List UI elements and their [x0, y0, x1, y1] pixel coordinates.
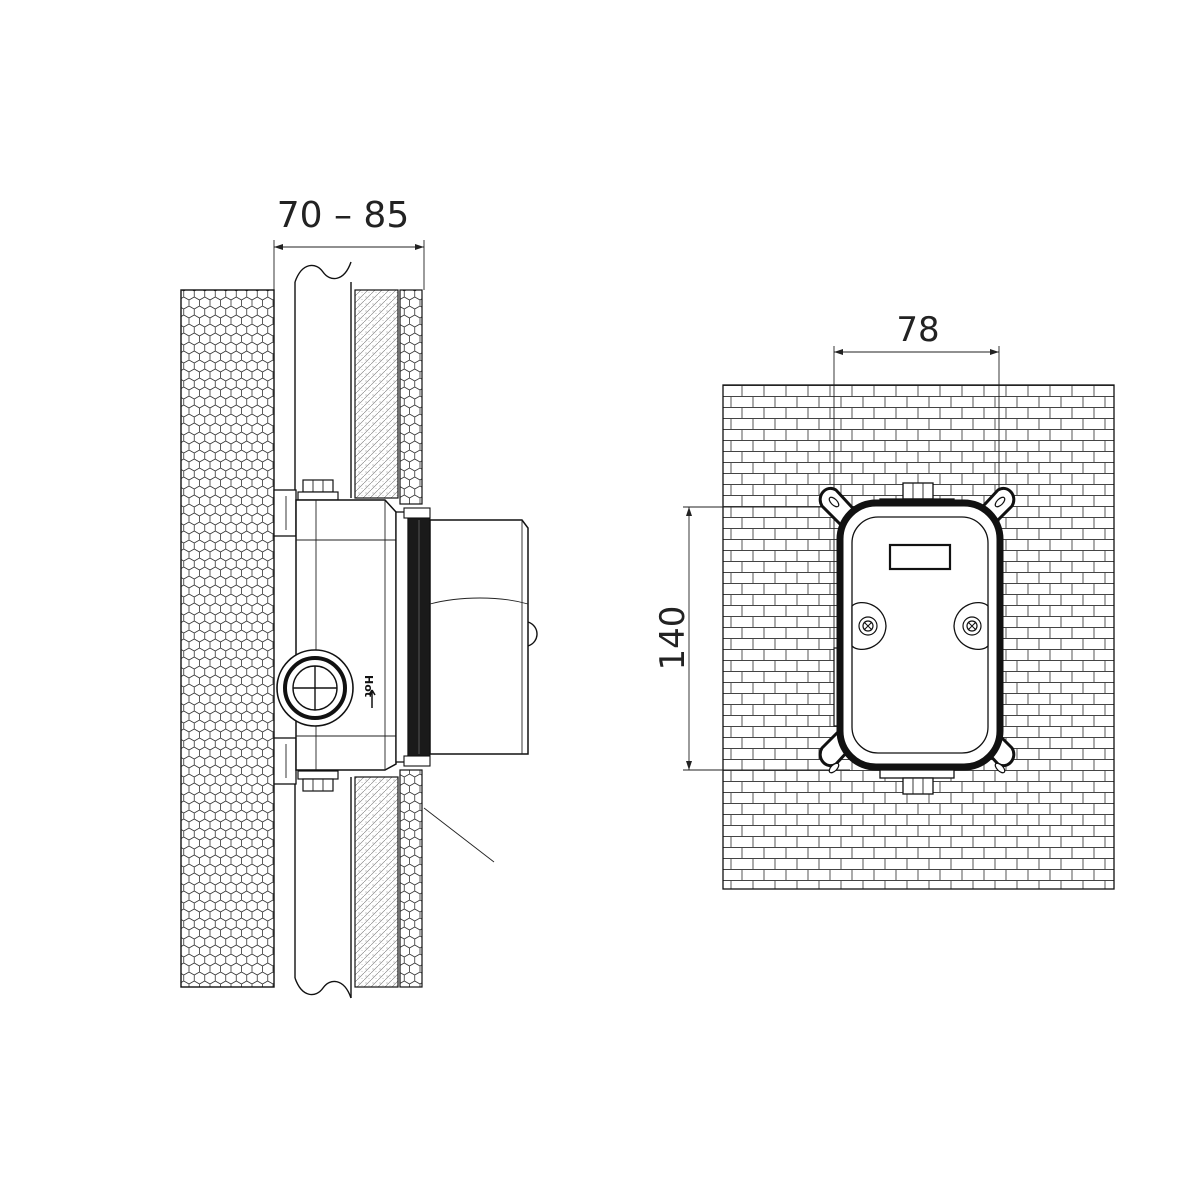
screw-lug-right: [953, 602, 989, 650]
bracket-bottom: [273, 737, 297, 785]
bracket-top: [273, 489, 297, 537]
screw-lug-left: [851, 602, 887, 650]
mounting-nut-bottom: [297, 770, 339, 792]
side-view: 70 – 85: [180, 195, 538, 999]
leader-line: [423, 807, 495, 863]
hot-indicator: Hot: [362, 675, 376, 708]
depth-dimension: 70 – 85: [273, 195, 425, 290]
valve-body: [295, 499, 397, 771]
label-window: [888, 543, 952, 571]
supply-pipe-lower: [294, 777, 352, 999]
height-dimension-label: 140: [653, 606, 693, 671]
mounting-nut-top: [297, 479, 339, 501]
plaster-layer-upper: [354, 289, 399, 499]
front-view: 78 140: [653, 310, 1115, 890]
hot-label: Hot: [362, 675, 375, 697]
tile-layer-lower: [399, 769, 423, 988]
depth-dimension-label: 70 – 85: [277, 195, 410, 236]
width-dimension-label: 78: [896, 310, 939, 350]
front-cap: [429, 519, 538, 755]
threaded-ring: [395, 507, 431, 767]
supply-pipe-upper: [294, 261, 352, 498]
insulation-wall: [180, 289, 275, 988]
tile-layer-upper: [399, 289, 423, 505]
plaster-layer-lower: [354, 776, 399, 988]
connection-port: [276, 649, 354, 727]
width-dimension: 78: [833, 310, 1000, 716]
height-dimension: 140: [653, 506, 850, 771]
mounting-box: [836, 499, 1004, 771]
